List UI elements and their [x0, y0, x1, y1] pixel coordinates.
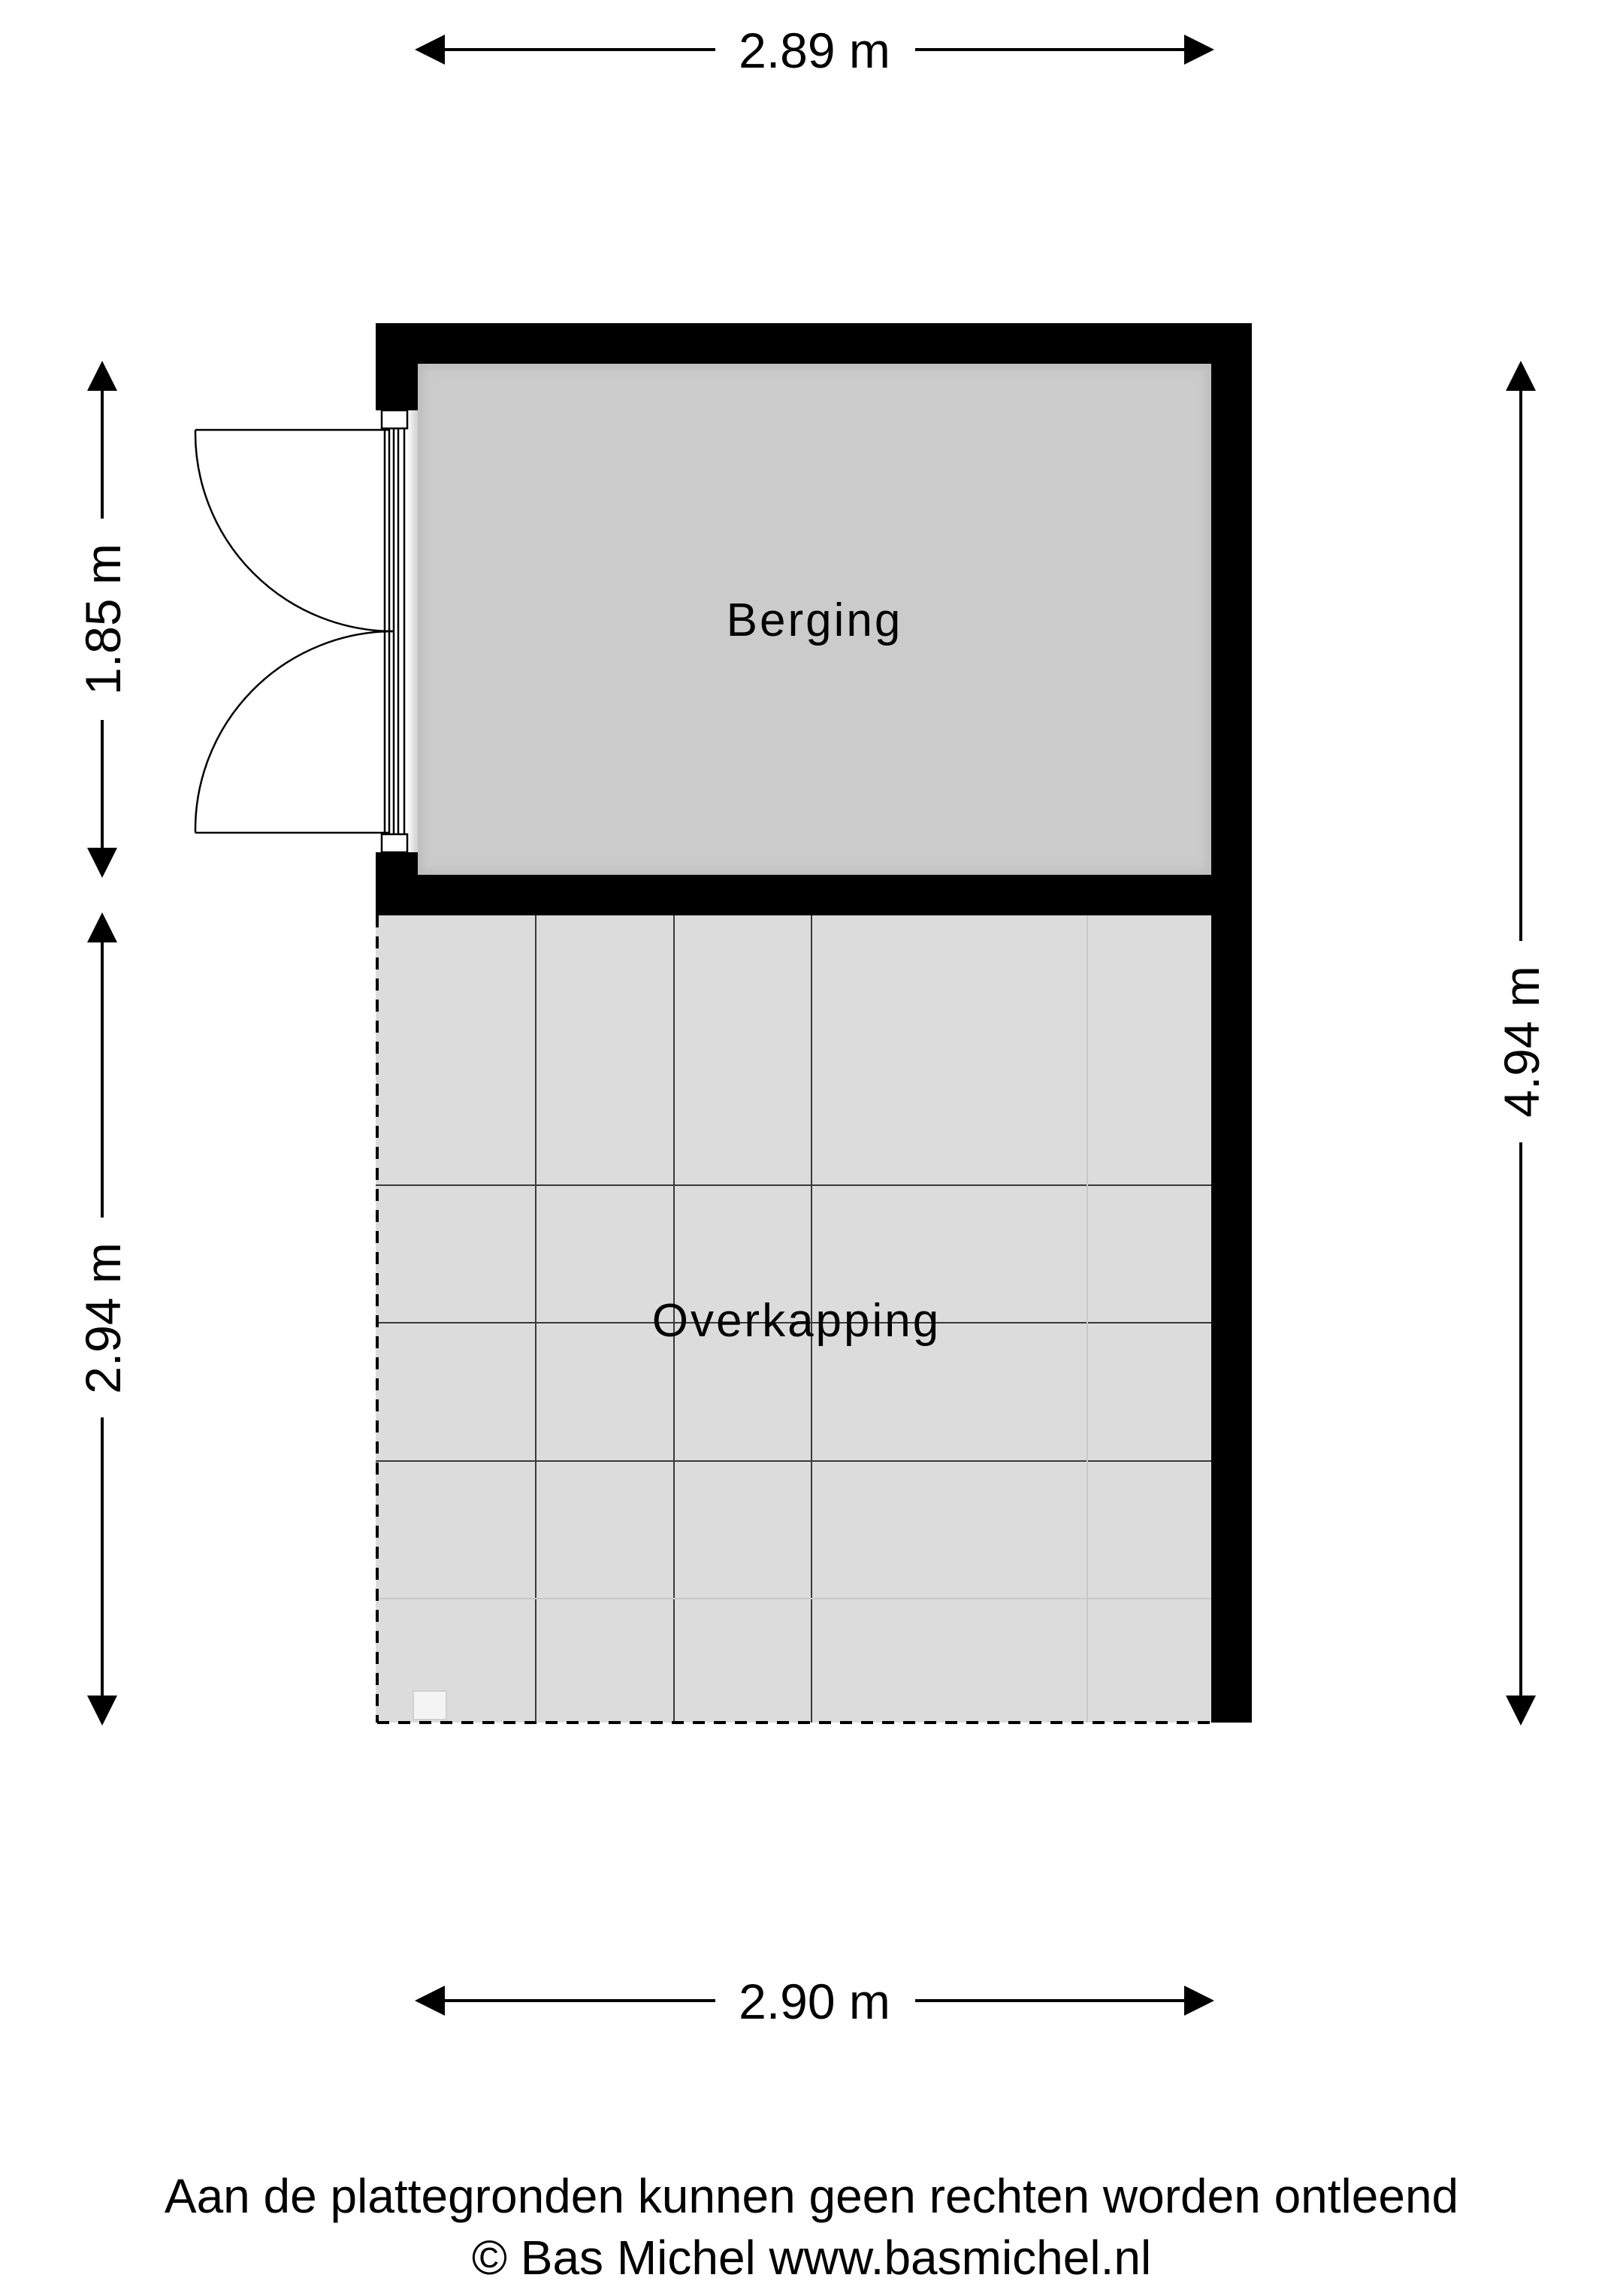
dimension-left-lower-label: 2.94 m	[75, 1242, 131, 1394]
dimension-left-lower: 2.94 m	[75, 912, 131, 1726]
door-swing-upper	[194, 429, 394, 633]
double-door	[194, 409, 409, 854]
dimension-top: 2.89 m	[415, 23, 1214, 78]
door-swing-lower	[194, 630, 394, 833]
overkapping-floor	[376, 915, 1211, 1723]
wall-left-top	[376, 323, 418, 410]
wall-right	[1211, 323, 1252, 1723]
walls	[376, 323, 1252, 1723]
door-jamb-bottom	[380, 833, 409, 854]
footer-copyright: © Bas Michel www.basmichel.nl	[471, 2231, 1152, 2285]
berging-floor	[418, 364, 1211, 875]
dimension-left-upper-label: 1.85 m	[75, 543, 131, 695]
room-label-berging: Berging	[727, 594, 903, 646]
tile-grid-faint	[376, 915, 1211, 1723]
footer-disclaimer: Aan de plattegronden kunnen geen rechten…	[164, 2169, 1459, 2223]
dimension-right: 4.94 m	[1494, 361, 1549, 1726]
open-edge	[376, 915, 1211, 1724]
dimension-left-upper: 1.85 m	[75, 361, 131, 878]
dimension-bottom: 2.90 m	[415, 1974, 1214, 2029]
wall-middle	[376, 875, 1252, 915]
dimension-top-label: 2.89 m	[739, 23, 890, 78]
room-label-overkapping: Overkapping	[652, 1295, 941, 1347]
wall-top	[376, 323, 1252, 364]
dimension-right-label: 4.94 m	[1494, 966, 1549, 1118]
door-jamb-top	[380, 409, 409, 430]
dimension-bottom-label: 2.90 m	[739, 1974, 890, 2029]
drain-square	[413, 1690, 447, 1720]
wall-left-bottom	[376, 852, 418, 915]
tile-grid	[376, 915, 1211, 1723]
